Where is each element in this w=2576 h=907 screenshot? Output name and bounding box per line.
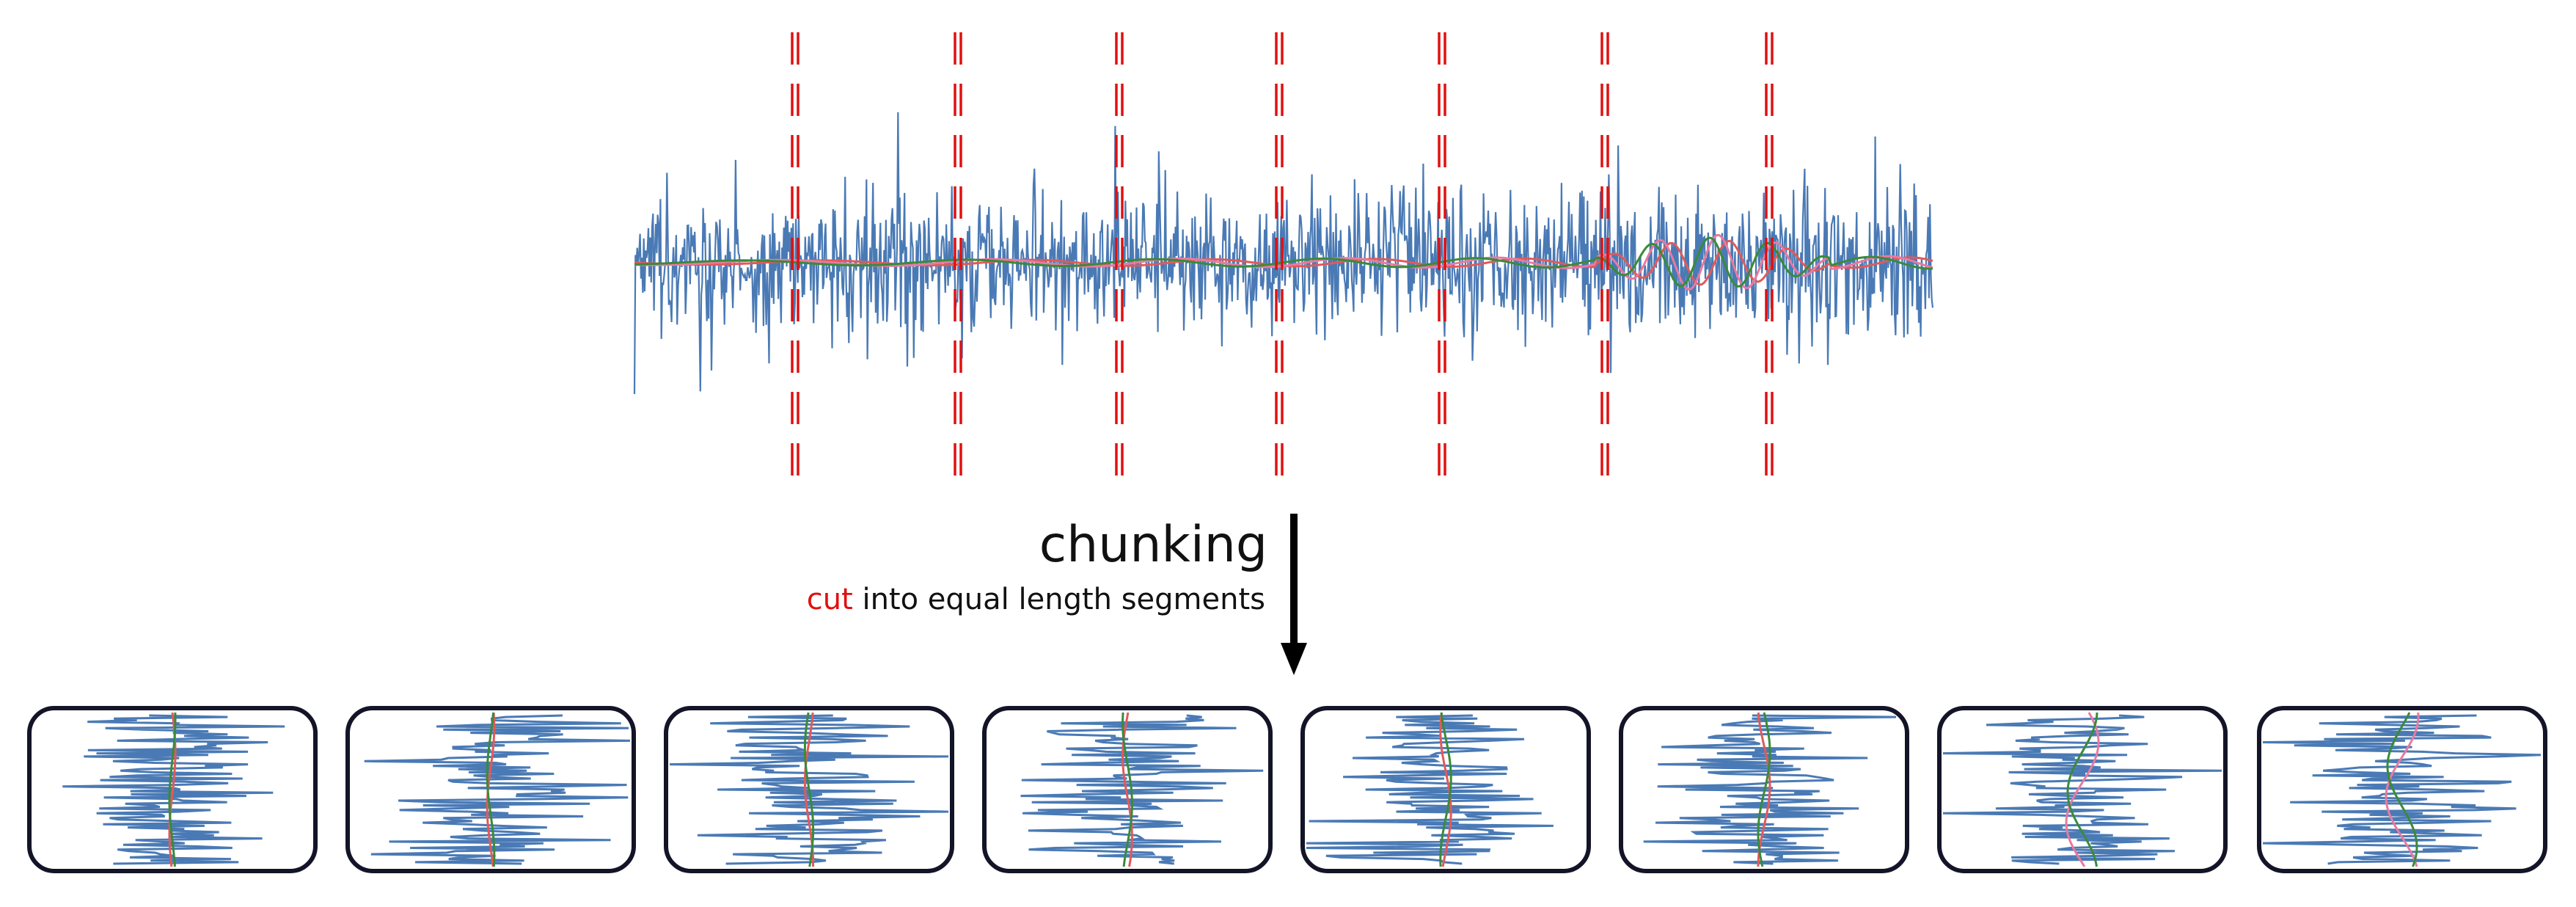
chunk-box	[1937, 706, 2228, 873]
chunk-box	[27, 706, 318, 873]
time-series-signal	[633, 112, 1934, 395]
cut-line	[954, 32, 962, 490]
cut-line	[1275, 32, 1284, 490]
chunk-box	[2257, 706, 2547, 873]
cut-highlight: cut	[807, 583, 853, 616]
cut-line	[1765, 32, 1774, 490]
chunk-signal	[364, 714, 631, 865]
cut-line	[1115, 32, 1124, 490]
chunk-signal	[62, 714, 285, 865]
chunk-box	[345, 706, 636, 873]
chunk-signal	[2262, 714, 2542, 865]
cut-lines	[791, 32, 1774, 490]
chunk-signal	[1020, 714, 1264, 865]
subtitle-rest: into equal length segments	[853, 583, 1265, 616]
chunk-box	[1300, 706, 1591, 873]
chunk-segments	[27, 706, 2547, 873]
chunk-box	[1619, 706, 1909, 873]
chunk-box	[982, 706, 1273, 873]
signal-trace	[633, 112, 1934, 395]
trend-line-pink	[634, 233, 1933, 291]
chunk-signal	[1942, 714, 2222, 865]
cut-line	[1600, 32, 1609, 490]
trend-line-green	[634, 236, 1933, 288]
chunk-signal	[1643, 714, 1897, 865]
chunk-box	[664, 706, 954, 873]
cut-line	[791, 32, 799, 490]
chunk-signal	[1306, 714, 1554, 865]
down-arrow-icon	[1281, 514, 1307, 675]
chunking-heading: chunking	[1039, 516, 1267, 574]
cut-line	[1438, 32, 1446, 490]
chunking-subtitle: cut into equal length segments	[807, 583, 1265, 616]
